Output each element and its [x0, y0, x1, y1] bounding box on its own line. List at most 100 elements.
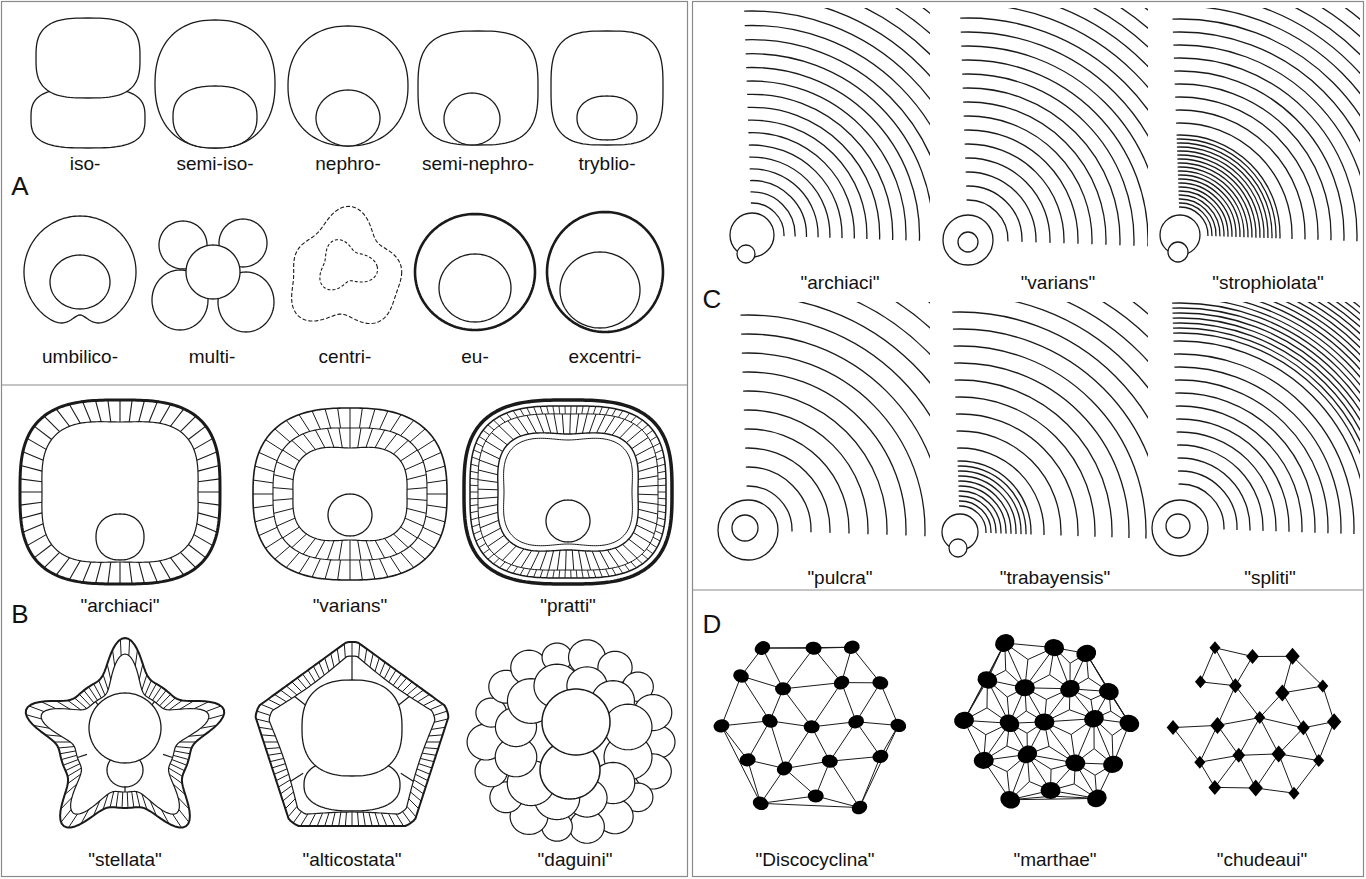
annulus-arc — [1176, 110, 1305, 239]
pillar-dot — [1101, 753, 1125, 775]
chamber-outline — [560, 252, 640, 328]
pillar-dot — [1034, 713, 1055, 731]
annulus-arc — [960, 8, 1148, 248]
annulus-arc — [958, 8, 1148, 250]
annulus-arc — [742, 8, 930, 245]
annulus-arc — [745, 40, 930, 242]
chamberlet-wall — [253, 408, 447, 580]
annulus-arc — [962, 74, 1134, 246]
pillar-dot — [1015, 679, 1036, 697]
annulus-arc — [1170, 302, 1360, 538]
annulus-arc — [744, 11, 930, 243]
species-label: "chudeaui" — [1215, 849, 1310, 871]
annulus-arc — [1170, 302, 1360, 538]
wall-outline — [464, 400, 672, 584]
panel-divider — [693, 589, 1364, 590]
panel-divider — [2, 384, 688, 385]
species-label: "marthae" — [1011, 849, 1098, 871]
annulus-arc — [1170, 302, 1360, 538]
panel-letter: D — [701, 610, 724, 640]
species-label: "stellata" — [86, 849, 164, 871]
annulus-arc — [1168, 302, 1360, 540]
pillar-dot — [1209, 641, 1220, 654]
pillar-dot — [821, 754, 839, 769]
annulus-arc — [1171, 302, 1360, 537]
chamber-outline — [415, 214, 535, 330]
pillar-dot — [1246, 649, 1259, 664]
annulus-arc — [961, 32, 1148, 247]
wall-outline — [41, 654, 209, 814]
chamber-outline — [24, 216, 136, 323]
wall-outline — [20, 400, 220, 584]
annulus-arc — [1171, 302, 1360, 537]
pillar-dot — [1275, 684, 1289, 701]
annulus-arc — [1173, 333, 1360, 535]
annulus-arc — [956, 414, 1078, 536]
chamber-outline — [302, 680, 402, 776]
chamber-outline — [547, 212, 663, 332]
species-label: "spliti" — [1242, 567, 1298, 589]
annuli-spacing — [718, 0, 1366, 560]
annulus-arc — [1168, 302, 1360, 540]
pillar-dot — [1074, 642, 1098, 664]
chamber-outline — [186, 245, 240, 299]
wall-outline — [478, 414, 658, 570]
annulus-arc — [950, 302, 1148, 542]
wall-outline — [273, 428, 427, 560]
annulus-arc — [1170, 302, 1360, 538]
annulus-arc — [1172, 303, 1360, 536]
species-label: "pratti" — [538, 595, 598, 617]
annulus-arc — [1168, 302, 1360, 540]
species-label: "daguini" — [536, 849, 615, 871]
species-label: "varians" — [311, 595, 390, 617]
pillar-dot — [1229, 678, 1242, 693]
annulus-arc — [746, 54, 930, 242]
annulus-arc — [954, 346, 1146, 538]
pillar-dot — [832, 673, 852, 692]
pillar-dot — [1097, 681, 1120, 702]
annulus-arc — [949, 302, 1148, 543]
annulus-arc — [1171, 302, 1360, 537]
network-line — [964, 643, 1129, 800]
growth-arcs — [740, 8, 930, 247]
wall-outline — [293, 447, 407, 540]
annulus-arc — [745, 25, 930, 242]
annulus-arc — [1173, 328, 1360, 535]
type-label: centri- — [317, 346, 374, 368]
pillar-dot — [997, 711, 1022, 735]
annulus-arc — [955, 397, 1095, 537]
growth-arcs — [948, 302, 1148, 544]
chamberlet-wall — [478, 414, 658, 570]
annulus-arc — [1172, 302, 1360, 536]
pillar-dot — [1288, 787, 1299, 800]
species-label: "pulcra" — [805, 567, 874, 589]
pillar-dot — [760, 712, 780, 731]
wall-outline — [504, 438, 633, 545]
embryo — [1160, 215, 1200, 262]
pillar-dot — [1232, 748, 1245, 763]
pillar-dot — [871, 675, 889, 691]
pillar-dot — [850, 798, 870, 816]
annulus-arc — [747, 81, 906, 240]
pillar-dot — [1015, 742, 1041, 767]
pillar-dot — [1208, 780, 1221, 795]
annulus-arc — [1173, 45, 1360, 242]
embryo-chamber — [943, 215, 993, 265]
chamber-outline — [418, 31, 538, 145]
annulus-arc — [741, 8, 930, 246]
pillar-dot — [752, 638, 772, 657]
type-label: semi-nephro- — [420, 153, 536, 175]
annulus-arc — [1169, 8, 1360, 246]
chamber-wall — [291, 656, 414, 781]
chamber-outline — [173, 86, 257, 148]
pillar-dot — [1043, 638, 1065, 657]
annulus-arc — [1175, 84, 1331, 240]
annulus-arc — [739, 302, 930, 539]
annulus-arc — [1169, 302, 1360, 539]
type-label: eu- — [459, 346, 490, 368]
embryo-chamber — [737, 245, 755, 263]
annulus-arc — [956, 8, 1148, 252]
annulus-arc — [959, 8, 1148, 249]
chamber-outline — [546, 500, 590, 542]
